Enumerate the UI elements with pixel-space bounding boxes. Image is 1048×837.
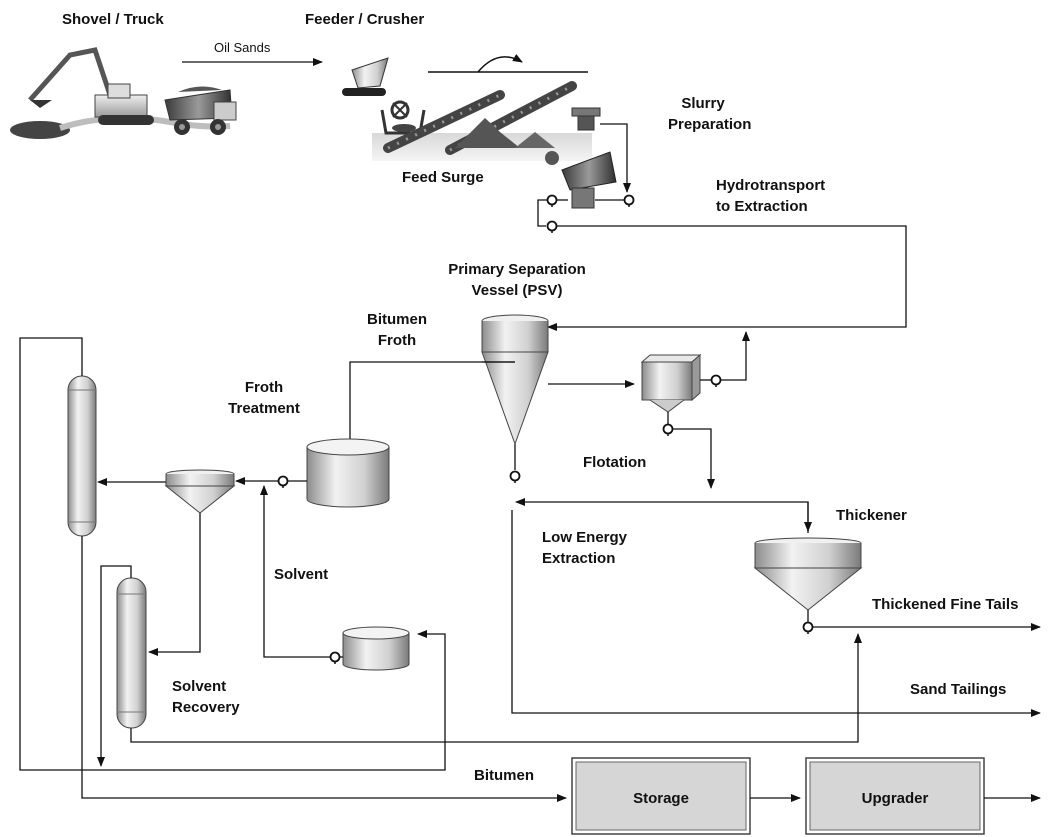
- bitumen-froth-label-1: Bitumen: [367, 311, 427, 328]
- thickener-label: Thickener: [836, 507, 907, 524]
- slurry-preparation-label-1: Slurry: [681, 95, 725, 112]
- psv-label-2: Vessel (PSV): [471, 282, 563, 299]
- oil-sands-label: Oil Sands: [214, 40, 271, 55]
- storage-label: Storage: [633, 790, 689, 807]
- solvent-label: Solvent: [274, 566, 329, 583]
- psv-label-1: Primary Separation: [448, 261, 586, 278]
- shovel-truck-illustration: [10, 47, 237, 139]
- shovel-truck-label: Shovel / Truck: [62, 11, 164, 28]
- low-energy-extraction-label-2: Extraction: [542, 550, 616, 567]
- solvent-tank: [342, 626, 410, 671]
- thickener-unit: [753, 537, 863, 622]
- hydrotransport-label-2: to Extraction: [716, 198, 808, 215]
- hydrotransport-label-1: Hydrotransport: [716, 177, 826, 194]
- psv-vessel: [481, 314, 549, 470]
- froth-treatment-label-1: Froth: [244, 379, 284, 396]
- solvent-recovery-column: [116, 577, 147, 729]
- bitumen-froth-label-2: Froth: [377, 332, 417, 349]
- solvent-recovery-label-2: Recovery: [172, 699, 240, 716]
- sand-tailings-label: Sand Tailings: [910, 681, 1007, 698]
- storage-box: Storage: [571, 757, 751, 835]
- solvent-recovery-label-1: Solvent: [172, 678, 227, 695]
- low-energy-extraction-label-1: Low Energy: [542, 529, 628, 546]
- distillation-column: [67, 375, 97, 537]
- flotation-unit: [640, 353, 702, 424]
- flotation-label: Flotation: [583, 454, 647, 471]
- thickened-fine-tails-label: Thickened Fine Tails: [872, 596, 1019, 613]
- feeder-crusher-illustration: [342, 54, 617, 209]
- feeder-crusher-label: Feeder / Crusher: [305, 11, 425, 28]
- feed-surge-label: Feed Surge: [402, 169, 484, 186]
- froth-treatment-label-2: Treatment: [228, 400, 300, 417]
- froth-settler: [164, 469, 236, 514]
- upgrader-box: Upgrader: [805, 757, 985, 835]
- slurry-preparation-label-2: Preparation: [668, 116, 752, 133]
- froth-tank: [306, 438, 390, 508]
- bitumen-label: Bitumen: [474, 767, 534, 784]
- upgrader-label: Upgrader: [862, 790, 929, 807]
